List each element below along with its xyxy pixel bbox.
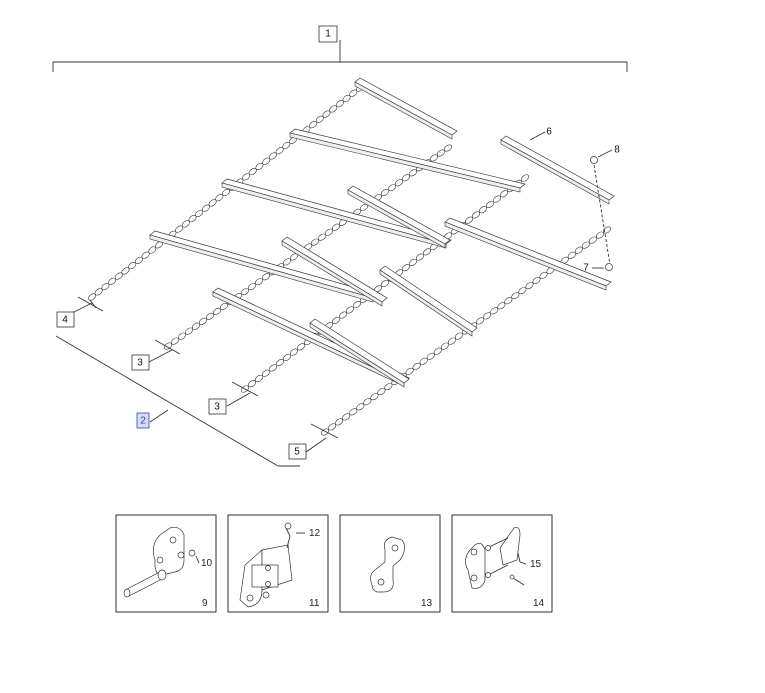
detail-panel-14[interactable]: 15 14	[451, 514, 553, 613]
nut-part	[592, 263, 613, 271]
svg-text:4: 4	[62, 315, 68, 326]
callout-8[interactable]: 8	[614, 145, 620, 156]
chain-4	[320, 226, 612, 436]
slat-3	[221, 178, 452, 249]
svg-text:1: 1	[325, 29, 331, 40]
svg-text:3: 3	[137, 358, 143, 369]
callout-3a[interactable]: 3	[131, 354, 150, 371]
slat-8	[281, 236, 388, 307]
assembly-bracket	[52, 40, 628, 72]
bolt-part	[590, 149, 613, 266]
svg-text:10: 10	[201, 558, 213, 569]
detail-panel-9[interactable]: 10 9	[115, 514, 217, 613]
chain-end-marker-4	[71, 296, 104, 314]
slat-1	[354, 77, 458, 140]
svg-text:9: 9	[202, 598, 208, 609]
svg-text:15: 15	[530, 559, 542, 570]
svg-text:11: 11	[309, 598, 320, 609]
svg-text:6: 6	[546, 127, 552, 138]
svg-text:8: 8	[614, 145, 620, 156]
loose-slat	[500, 131, 615, 205]
chain-end-marker-3a	[148, 339, 181, 363]
detail-panel-13[interactable]: 13	[339, 514, 441, 613]
slat-2	[289, 128, 526, 193]
chain-end-marker-3b	[226, 381, 259, 407]
slat-5	[444, 217, 612, 291]
slat-7	[379, 265, 478, 337]
slat-4	[149, 230, 379, 303]
callout-3b[interactable]: 3	[208, 398, 227, 415]
slat-10	[309, 318, 410, 388]
svg-text:7: 7	[583, 263, 589, 274]
svg-text:13: 13	[421, 598, 433, 609]
callout-4[interactable]: 4	[56, 311, 75, 328]
svg-text:3: 3	[214, 402, 220, 413]
svg-text:5: 5	[294, 447, 300, 458]
svg-text:12: 12	[309, 528, 321, 539]
callout-2[interactable]: 2	[136, 412, 150, 429]
callout-5[interactable]: 5	[288, 443, 307, 460]
chain-end-marker-5	[305, 423, 339, 453]
svg-text:14: 14	[533, 598, 545, 609]
detail-panel-11[interactable]: 12 11	[227, 514, 329, 613]
callout-7[interactable]: 7	[583, 263, 589, 274]
chain-group-bracket	[55, 335, 300, 467]
slat-6	[347, 185, 451, 249]
callout-1[interactable]: 1	[318, 25, 338, 43]
callout-6[interactable]: 6	[546, 127, 552, 138]
svg-text:2: 2	[140, 416, 146, 427]
slat-assembly	[149, 77, 612, 388]
